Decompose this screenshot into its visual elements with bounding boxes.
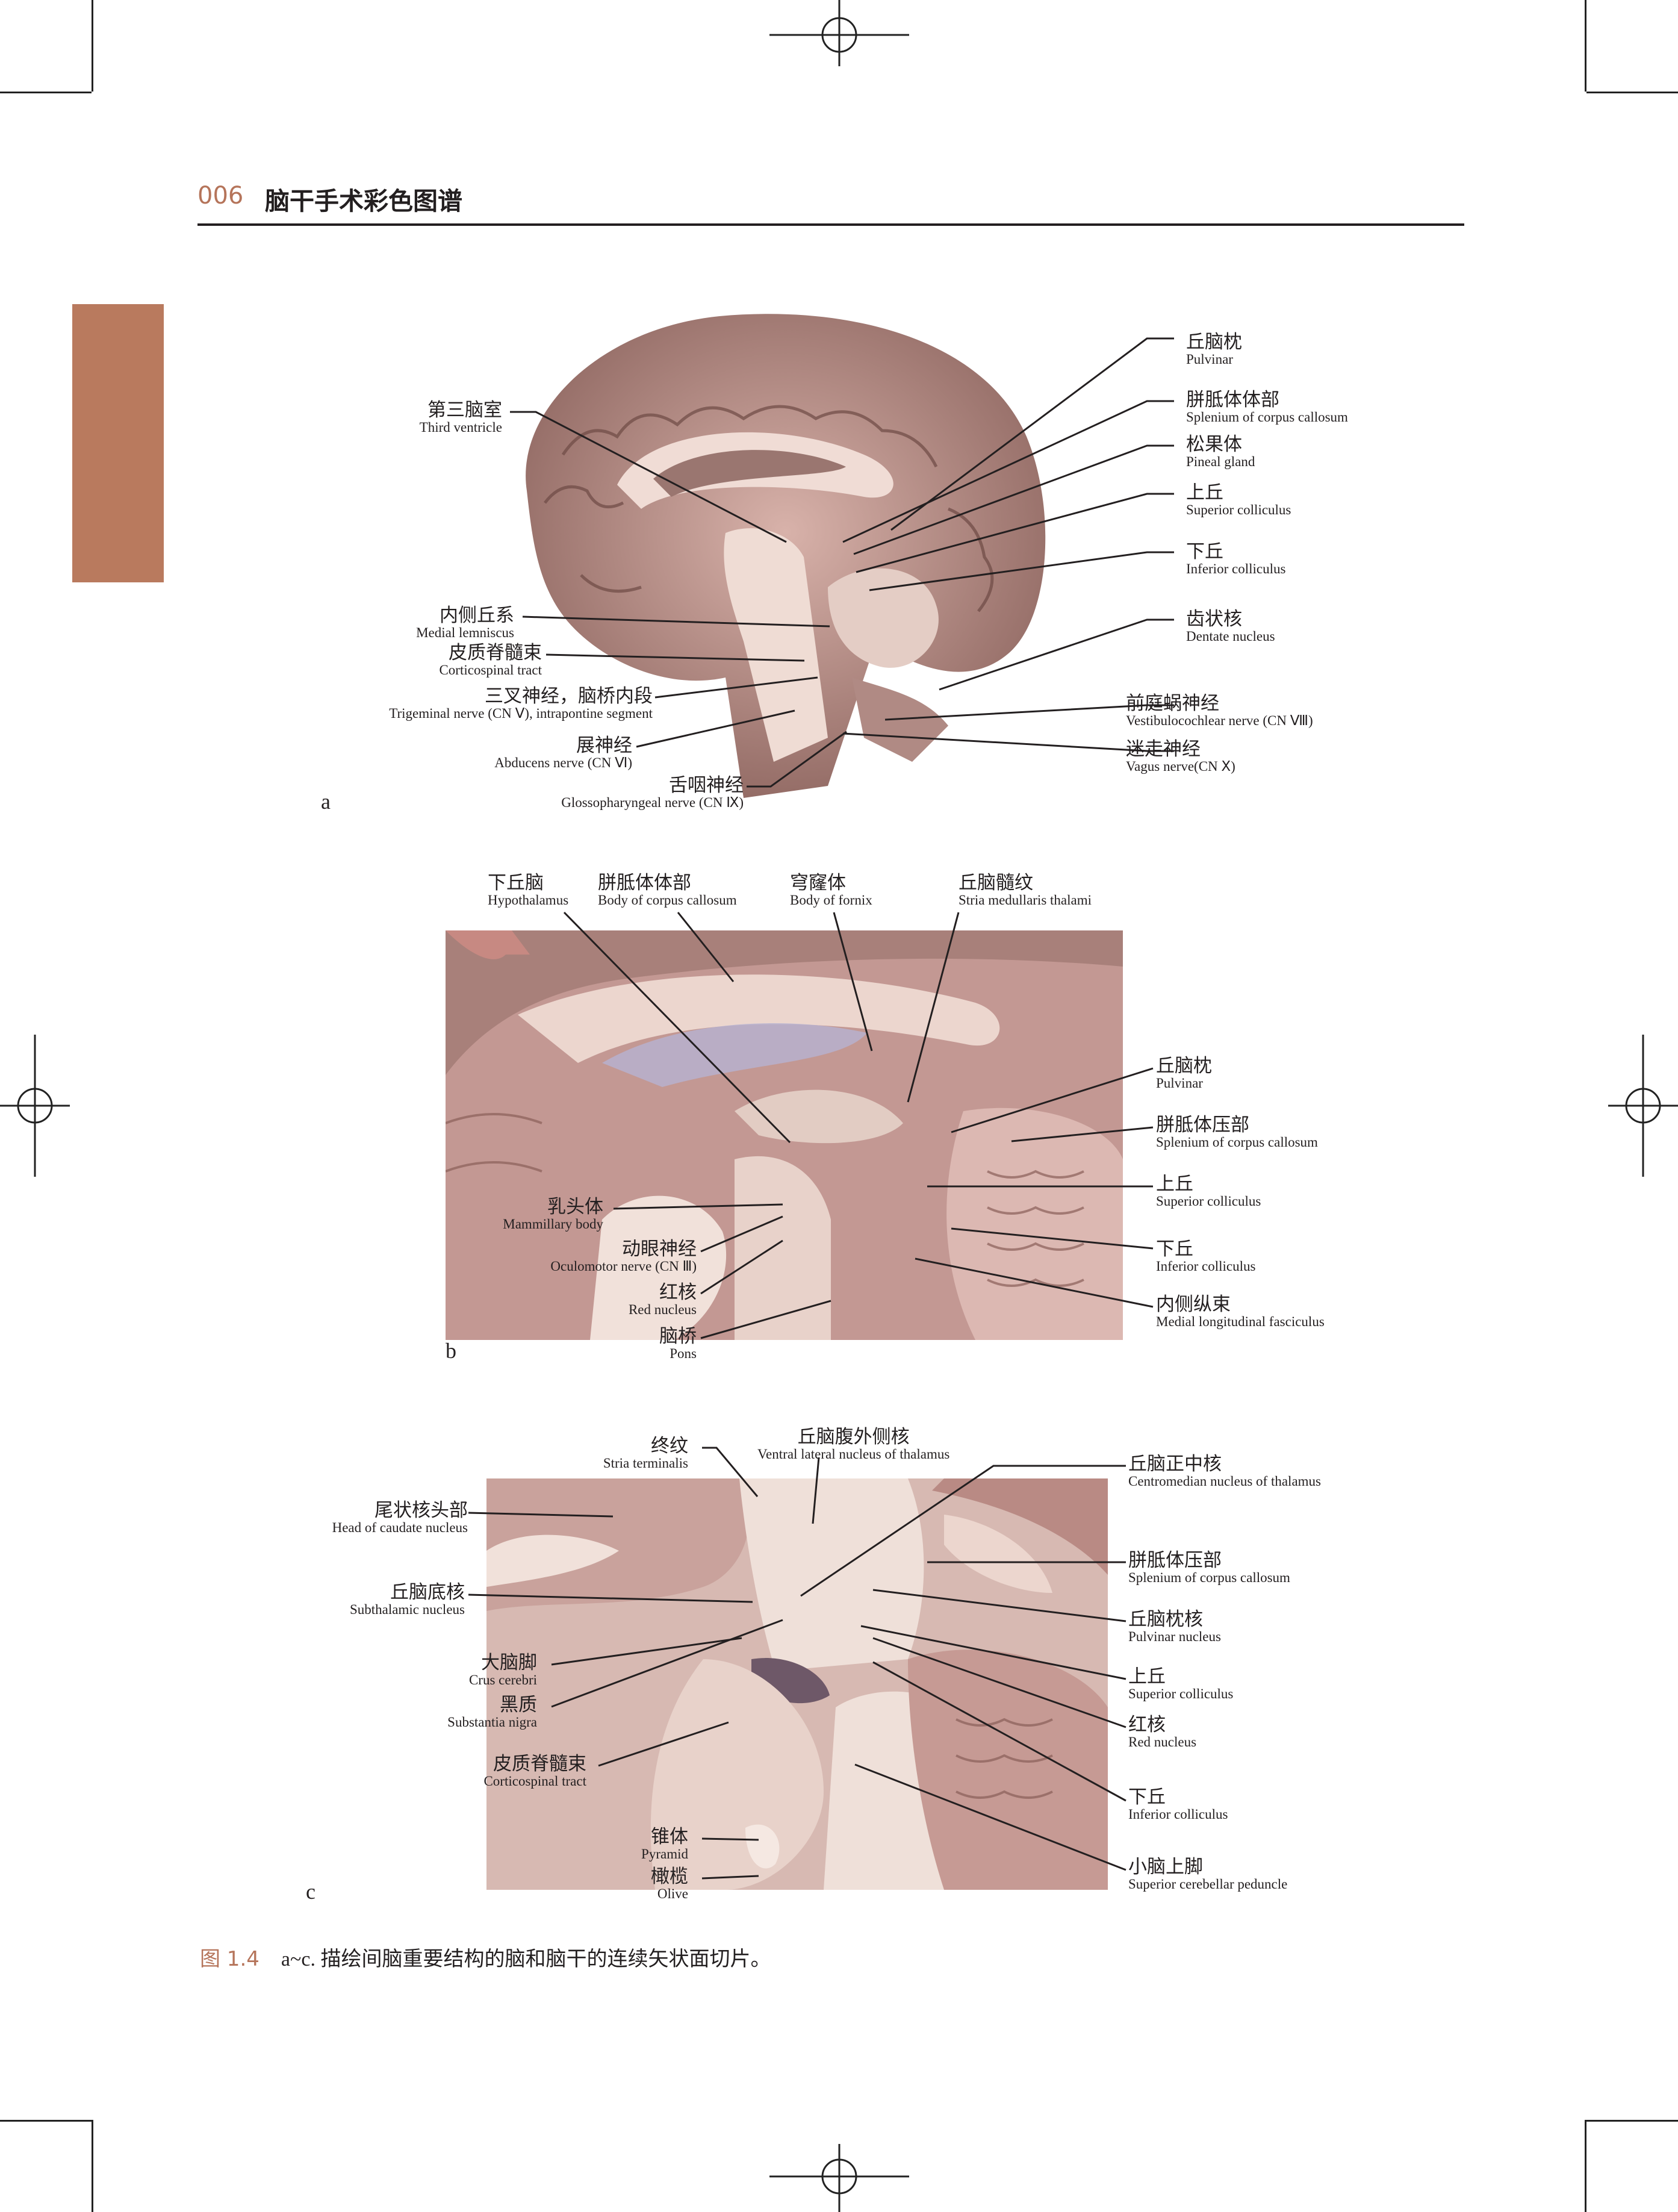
crop-mark bbox=[1585, 0, 1586, 92]
page-number: 006 bbox=[197, 182, 244, 210]
crop-mark bbox=[1586, 2120, 1678, 2122]
crop-mark bbox=[0, 92, 92, 93]
panel-letter-c: c bbox=[306, 1880, 315, 1904]
book-title: 脑干手术彩色图谱 bbox=[265, 187, 462, 216]
crop-mark bbox=[1585, 2120, 1586, 2212]
caption-text: a~c. 描绘间脑重要结构的脑和脑干的连续矢状面切片。 bbox=[281, 1948, 771, 1971]
figure-caption: 图 1.4 a~c. 描绘间脑重要结构的脑和脑干的连续矢状面切片。 bbox=[200, 1942, 771, 1972]
crop-mark bbox=[92, 0, 93, 92]
crop-mark bbox=[92, 2120, 93, 2212]
chapter-tab bbox=[72, 304, 164, 582]
crop-mark bbox=[1586, 92, 1678, 93]
brain-sagittal-photo-b bbox=[446, 930, 1123, 1340]
panel-letter-b: b bbox=[446, 1339, 456, 1363]
crop-mark bbox=[0, 2120, 92, 2122]
header-rule bbox=[197, 223, 1464, 226]
panel-letter-a: a bbox=[321, 790, 331, 814]
figure-label: 图 1.4 bbox=[200, 1947, 259, 1971]
